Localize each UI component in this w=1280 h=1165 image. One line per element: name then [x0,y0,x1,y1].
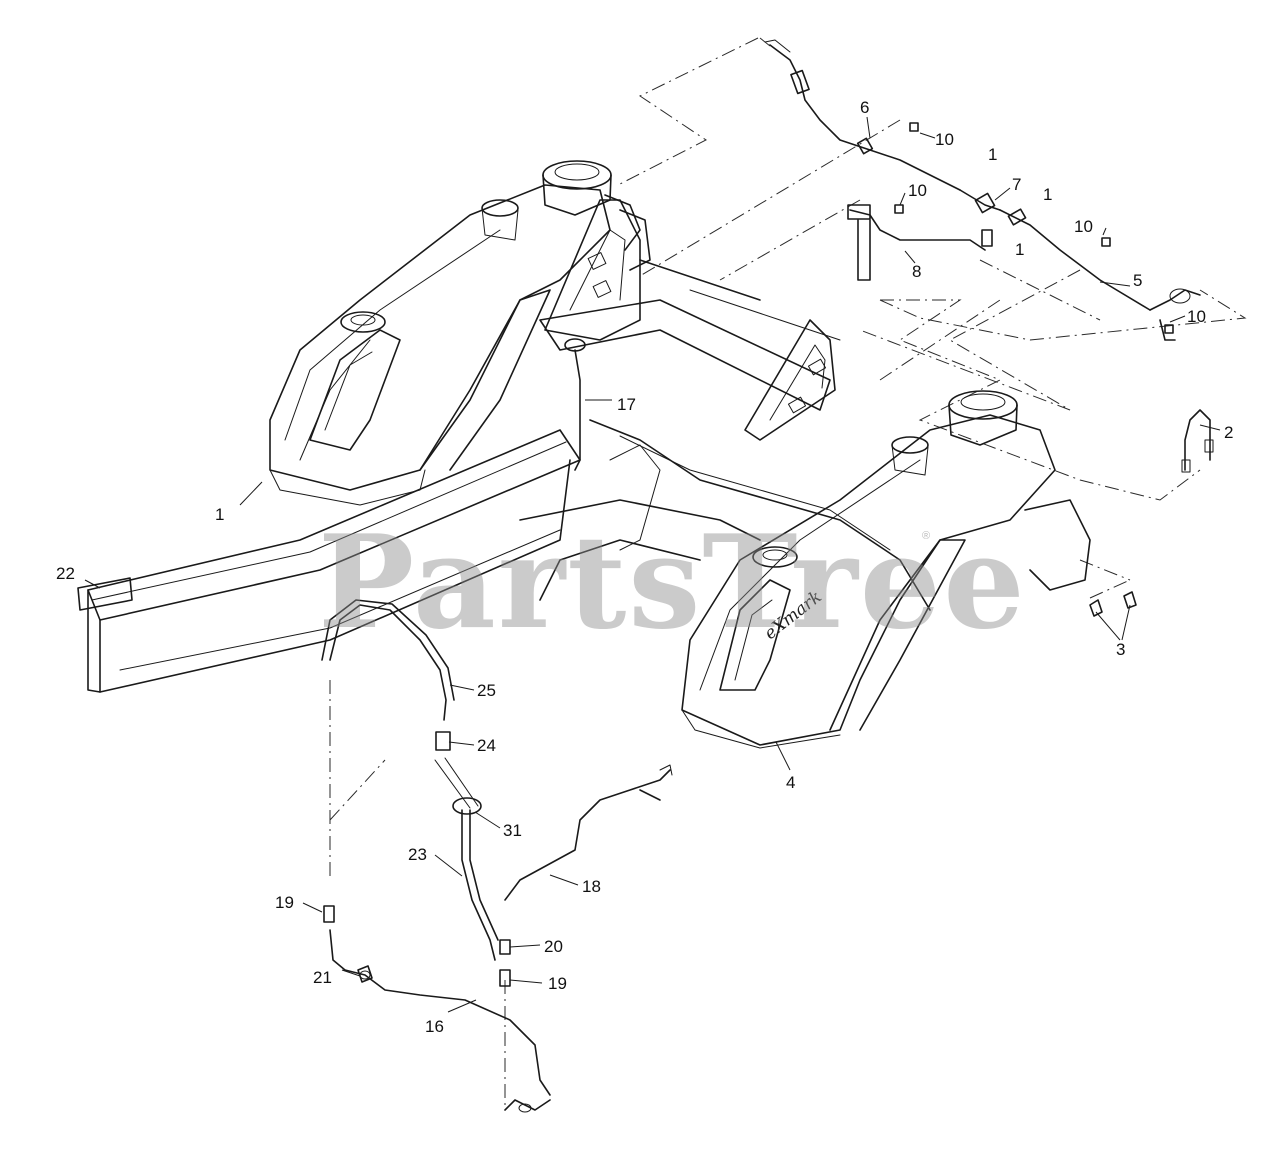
part-22-decal [77,577,133,611]
callout-3: 3 [1116,640,1125,659]
left-fuel-tank [269,160,641,506]
return-line-2 [1181,409,1214,473]
callout-8: 8 [912,262,921,281]
left-tank-bracket [544,199,651,341]
callout-25: 25 [477,681,496,700]
callout-5: 5 [1133,271,1142,290]
callout-1-a: 1 [988,145,997,164]
callout-1-tank-left: 1 [215,505,224,524]
right-fuel-tank: eXmark [681,390,1091,749]
callout-10-b: 10 [908,181,927,200]
callout-7: 7 [1012,175,1021,194]
callout-18: 18 [582,877,601,896]
right-tank-bracket [744,319,836,441]
callout-10-c: 10 [1074,217,1093,236]
callout-1-c: 1 [1015,240,1024,259]
callout-24: 24 [477,736,496,755]
callout-10-a: 10 [935,130,954,149]
callout-17: 17 [617,395,636,414]
watermark-trademark: ® [922,530,931,542]
callout-19-a: 19 [275,893,294,912]
part-17 [564,338,586,471]
clips-3 [1089,591,1137,617]
callout-6: 6 [860,98,869,117]
callout-23: 23 [408,845,427,864]
callout-22: 22 [56,564,75,583]
callout-21: 21 [313,968,332,987]
callouts: 1 1 1 1 2 3 4 5 6 7 8 10 10 10 10 16 17 … [56,98,1233,1036]
callout-16: 16 [425,1017,444,1036]
tank-brand-logo: eXmark [761,587,826,644]
callout-2: 2 [1224,423,1233,442]
chassis-frame [87,259,931,693]
callout-20: 20 [544,937,563,956]
callout-31: 31 [503,821,522,840]
callout-19-b: 19 [548,974,567,993]
callout-10-d: 10 [1187,307,1206,326]
callout-4: 4 [786,773,795,792]
upper-fuel-lines [764,39,1201,341]
assembly-dash-lines [329,37,1247,1110]
leader-lines [84,116,1221,1013]
callout-1-b: 1 [1043,185,1052,204]
lower-fuel-hoses [321,599,673,1113]
